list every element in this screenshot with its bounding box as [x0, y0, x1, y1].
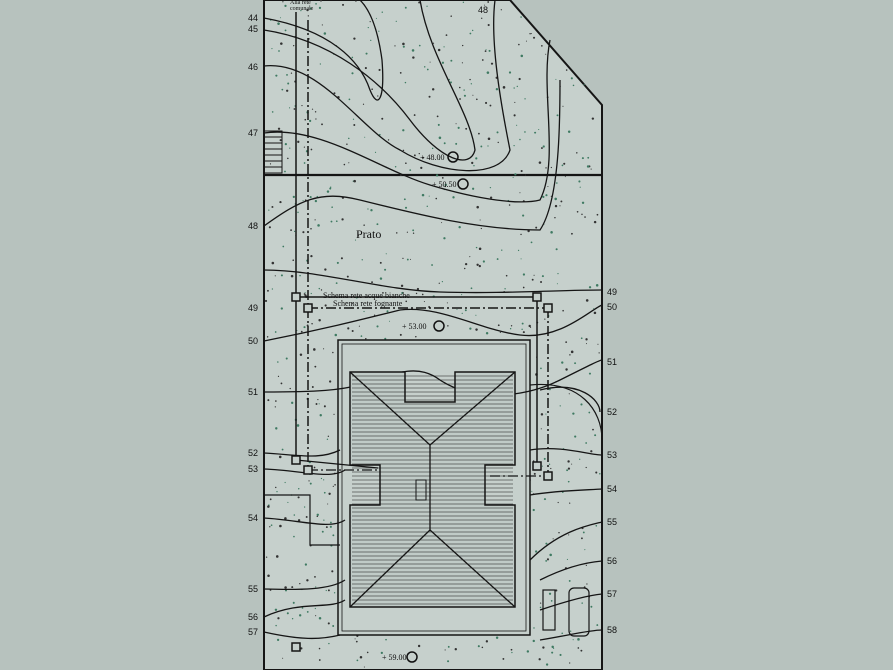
driveway [264, 383, 603, 637]
contour-label: 56 [248, 612, 258, 622]
lawn-texture [264, 0, 601, 668]
contour-label: 52 [607, 407, 617, 417]
top-note: Alla rete [290, 0, 311, 6]
contour-label: 44 [248, 13, 258, 23]
contour-label: 57 [607, 589, 617, 599]
spot-level: + 50.50 [432, 180, 457, 189]
spot-level: + 48.00 [420, 153, 445, 162]
contour-label: 48 [248, 221, 258, 231]
contour-label: 58 [607, 625, 617, 635]
contour-label: 46 [248, 62, 258, 72]
contour-label: 49 [248, 303, 258, 313]
contour-label: 55 [607, 517, 617, 527]
contour-label: 54 [607, 484, 617, 494]
contour-label: 54 [248, 513, 258, 523]
contour-label: 50 [248, 336, 258, 346]
spot-levels: + 48.00 + 50.50 + 53.00 + 59.00 [382, 151, 469, 663]
contour-labels-right: 49 50 51 52 53 54 55 56 57 58 [607, 287, 617, 635]
contour-label: 51 [248, 387, 258, 397]
white-water-label: Schema rete acque bianche [323, 291, 410, 300]
contour-label: 51 [607, 357, 617, 367]
car-icon [568, 587, 590, 637]
contour-label: 45 [248, 24, 258, 34]
contour-label: 55 [248, 584, 258, 594]
lot-area [263, 0, 603, 670]
contour-label: 50 [607, 302, 617, 312]
contour-label: 53 [248, 464, 258, 474]
house [337, 339, 531, 636]
spot-level: + 59.00 [382, 653, 407, 662]
contour-label: 49 [607, 287, 617, 297]
area-label: Prato [356, 227, 381, 241]
contour-label: 53 [607, 450, 617, 460]
contour-label: 52 [248, 448, 258, 458]
stairs [263, 130, 283, 174]
top-note: comunale [290, 6, 314, 12]
contour-label: 57 [248, 627, 258, 637]
utility-lines [291, 12, 553, 652]
contour-label: 47 [248, 128, 258, 138]
contour-label: 56 [607, 556, 617, 566]
spot-level: + 53.00 [402, 322, 427, 331]
contour-label: 48 [478, 5, 488, 15]
sewer-label: Schema rete fognante [333, 299, 403, 308]
